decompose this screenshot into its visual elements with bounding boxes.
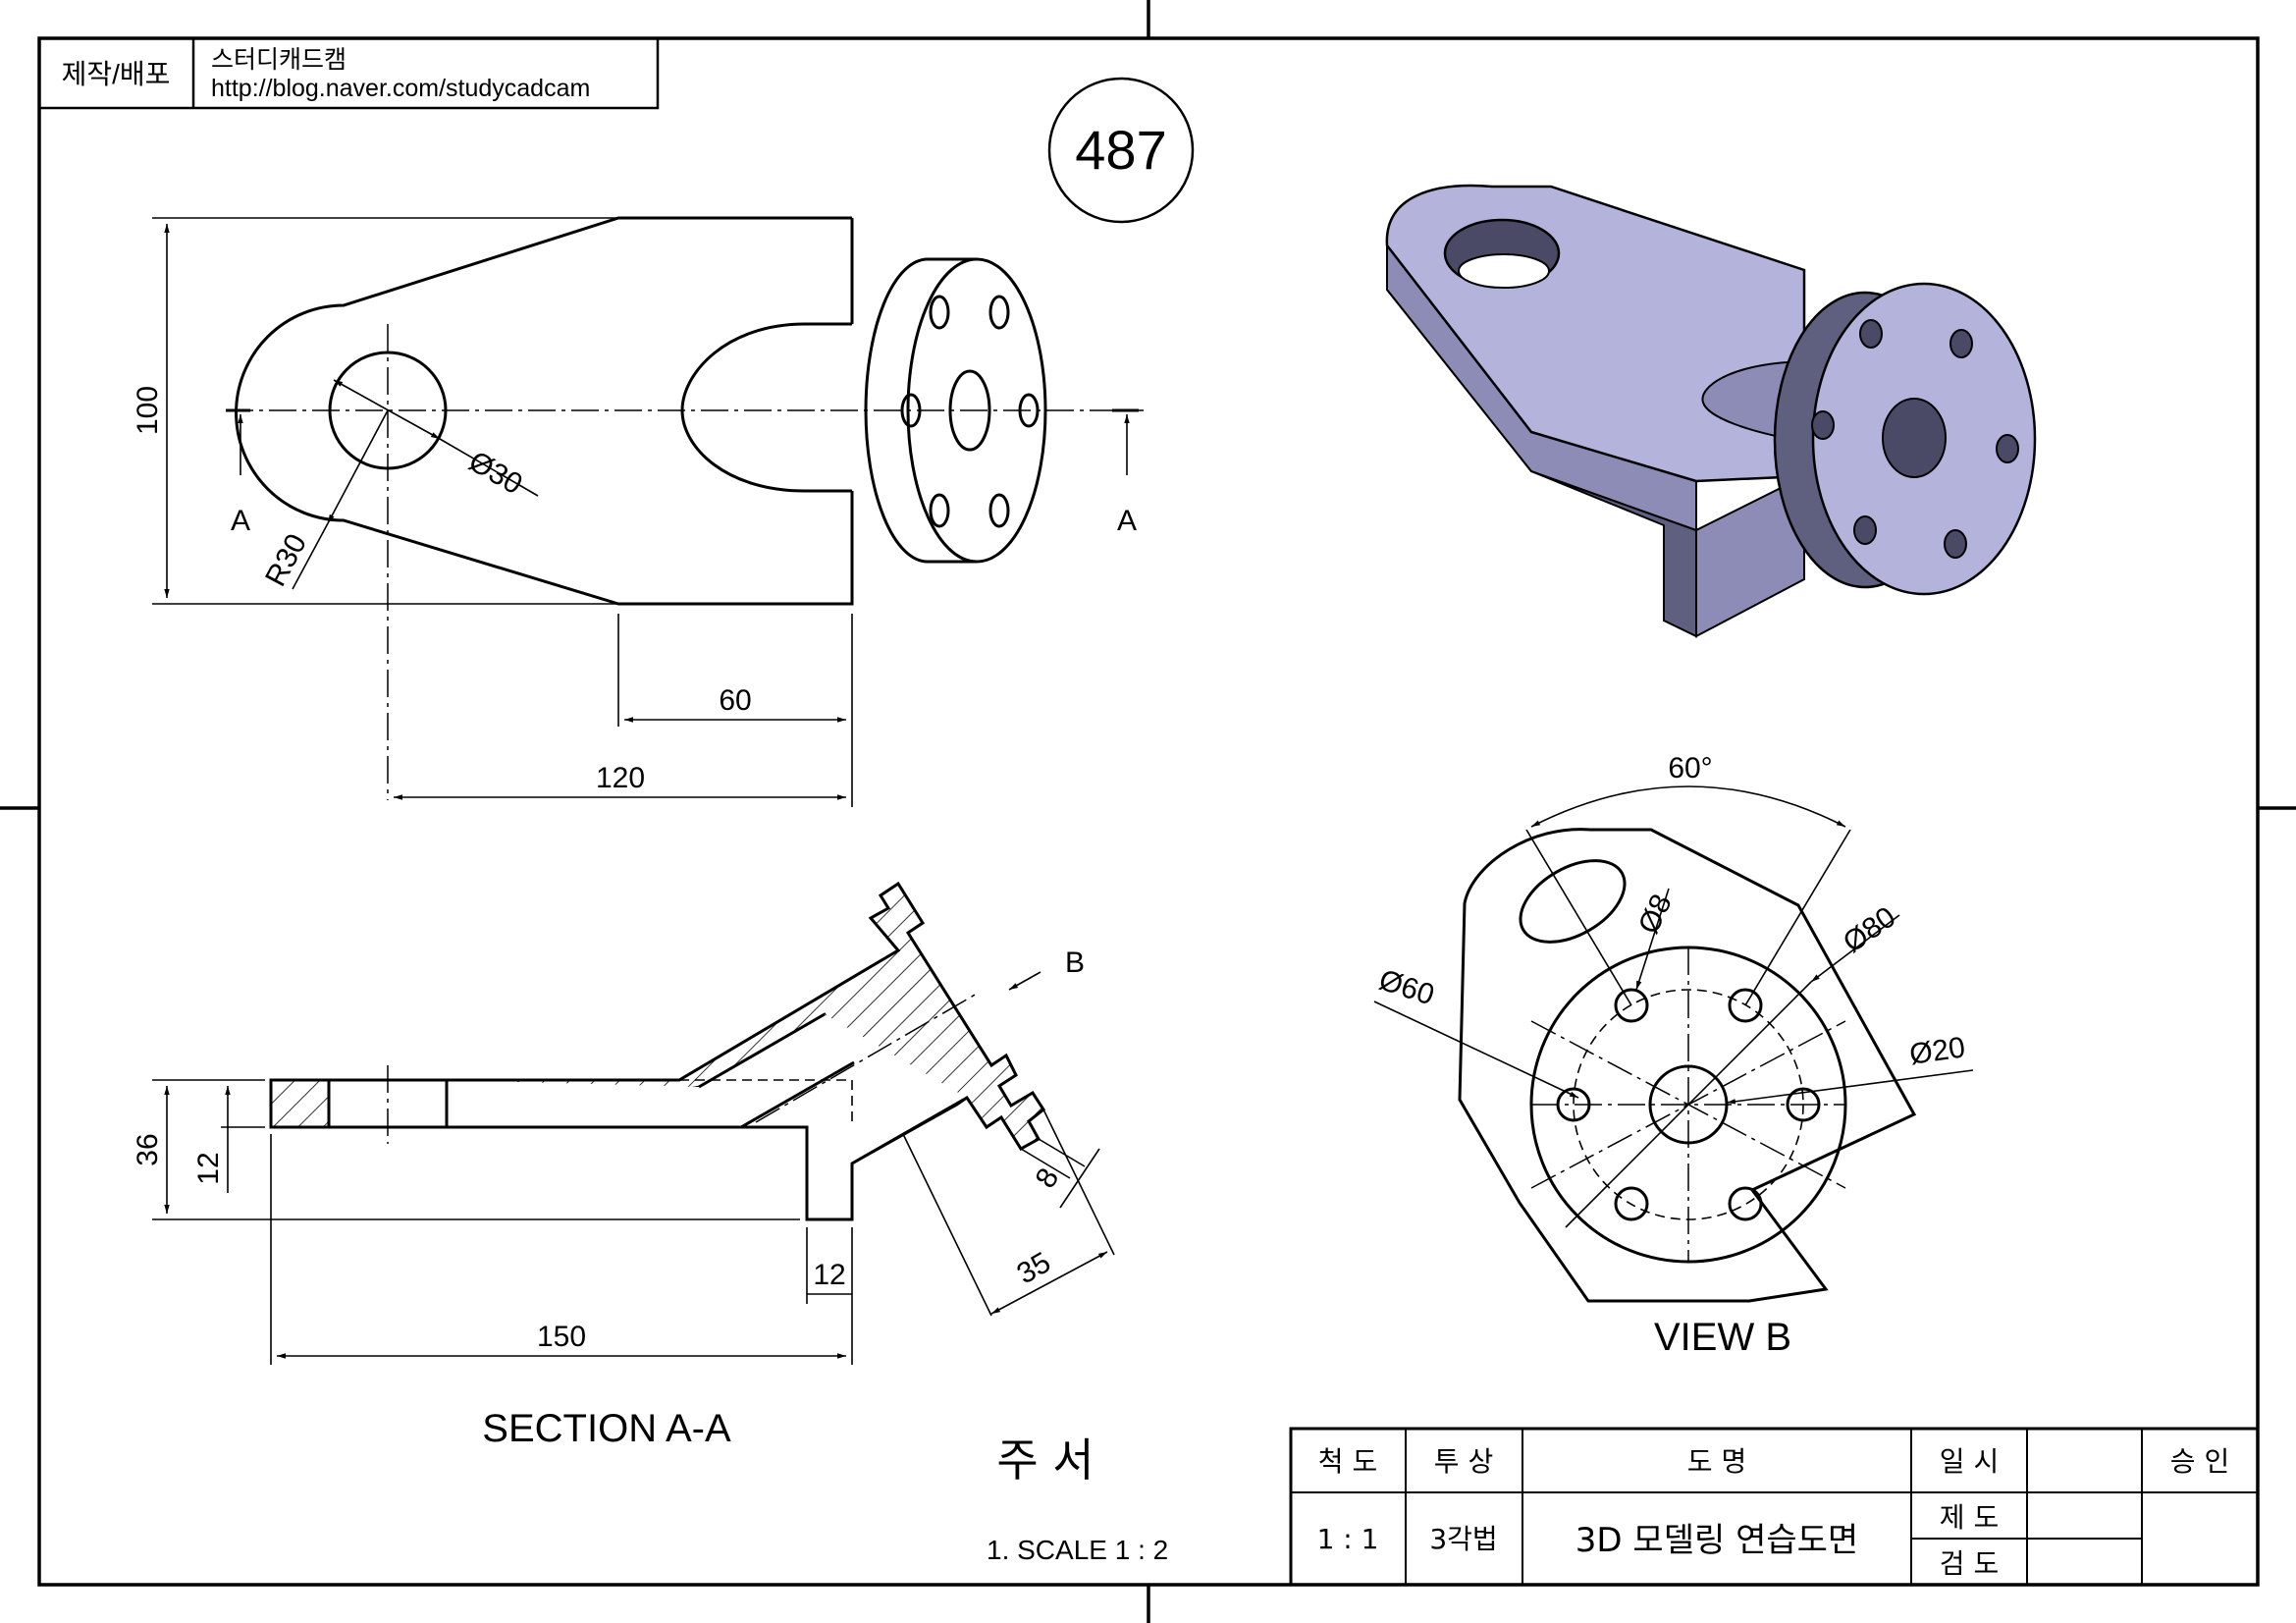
dim-pcd-60: Ø60 [1375,964,1438,1012]
tb-scale-header: 척 도 [1318,1445,1377,1478]
tb-date-header: 일 시 [1940,1445,1999,1478]
view-b-title: VIEW B [1654,1316,1791,1359]
front-view: A A 100 Ø30 R30 60 120 [132,216,1144,807]
dim-35: 35 [1012,1246,1056,1290]
dim-150: 150 [537,1321,586,1353]
view-b: 60° Ø60 Ø8 Ø80 Ø20 VIEW B [1373,752,1974,1359]
isometric-model [1385,184,2037,638]
dim-12-bottom: 12 [813,1259,845,1291]
view-b-mark: B [1065,947,1085,979]
dim-flange-80: Ø80 [1838,900,1901,959]
section-mark-left: A [231,505,250,537]
dim-120: 120 [596,762,645,794]
tb-approve-header: 승 인 [2170,1445,2229,1478]
dim-100: 100 [132,386,164,435]
tb-scale-value: 1 : 1 [1317,1523,1379,1555]
drawing-number-text: 487 [1075,119,1166,181]
dim-hole-30: Ø30 [463,445,528,501]
notes: 주 서 1. SCALE 1 : 2 [987,1434,1168,1565]
producer-name: 스터디캐드캠 [211,46,347,74]
dim-hole-8: Ø8 [1632,890,1679,939]
dim-angle-60: 60° [1668,752,1712,784]
dim-60: 60 [719,684,751,717]
dim-36: 36 [132,1133,164,1165]
dim-12-left: 12 [192,1152,225,1184]
note-item-1: 1. SCALE 1 : 2 [987,1535,1168,1565]
tb-projection-value: 3각법 [1429,1523,1497,1555]
dim-bore-20: Ø20 [1907,1031,1967,1071]
tb-name-header: 도 명 [1687,1445,1746,1478]
dim-radius-30: R30 [259,528,313,591]
tb-projection-header: 투 상 [1434,1445,1493,1478]
tb-checked-label: 검 도 [1940,1547,1999,1580]
tb-drawn-label: 제 도 [1940,1501,1999,1534]
notes-title: 주 서 [996,1434,1094,1487]
producer-header: 제작/배포 스터디캐드캠 http://blog.naver.com/study… [37,36,660,110]
producer-url[interactable]: http://blog.naver.com/studycadcam [211,75,590,102]
title-block: 척 도 투 상 도 명 일 시 승 인 1 : 1 3각법 3D 모델링 연습도… [1289,1427,2260,1587]
section-title: SECTION A-A [482,1407,731,1450]
dim-8: 8 [1030,1163,1066,1194]
section-view: B 36 12 150 12 8 35 SECTION A-A [132,881,1115,1450]
producer-label: 제작/배포 [62,59,171,89]
tb-drawing-name: 3D 모델링 연습도면 [1575,1521,1858,1560]
section-mark-right: A [1117,505,1137,537]
drawing-number: 487 [1047,77,1195,224]
